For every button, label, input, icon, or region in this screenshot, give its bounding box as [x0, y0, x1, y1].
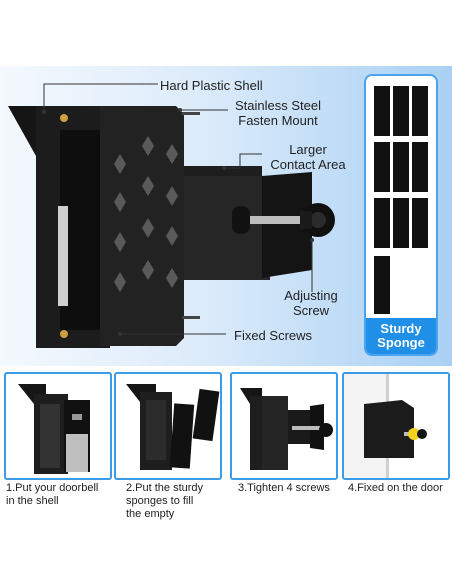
bracket-arm: [184, 166, 262, 256]
step-1-image: [4, 372, 112, 480]
step-2-line2: sponges to fill: [126, 495, 194, 507]
callout-hard-plastic-shell: Hard Plastic Shell: [160, 78, 263, 93]
sponge-pieces: [374, 86, 428, 314]
callout-larger-line1: Larger: [289, 142, 327, 157]
mount-plate: [100, 106, 184, 346]
threaded-rod: [244, 216, 306, 224]
step-2-image: [114, 372, 222, 480]
step-1-line1: 1.Put your doorbell: [6, 482, 99, 494]
callout-fixed-screws: Fixed Screws: [234, 328, 313, 343]
adjusting-knob: [300, 203, 335, 237]
step-3-caption: 3.Tighten 4 screws: [238, 482, 348, 495]
product-illustration: [8, 83, 335, 348]
callout-adjusting-screw: Adjusting Screw: [272, 288, 350, 318]
step-2-line1: 2.Put the sturdy: [126, 482, 204, 494]
step-2-caption: 2.Put the sturdy sponges to fill the emp…: [126, 482, 236, 521]
step-4-line1: 4.Fixed on the door: [348, 482, 443, 494]
sponge-label-line1: Sturdy: [380, 321, 422, 336]
sponge-label-line2: Sponge: [377, 335, 425, 350]
step-3-line1: 3.Tighten 4 screws: [238, 482, 330, 494]
callout-adjusting-line1: Adjusting: [284, 288, 338, 303]
callout-larger-contact-area: Larger Contact Area: [258, 142, 358, 172]
step-3-image: [230, 372, 338, 480]
callout-stainless-line1: Stainless Steel: [235, 98, 321, 113]
clamp-plate: [262, 172, 312, 278]
callout-larger-line2: Contact Area: [270, 157, 346, 172]
sponge-panel: Sturdy Sponge: [364, 74, 438, 356]
step-1-caption: 1.Put your doorbell in the shell: [6, 482, 116, 508]
step-2-line3: the empty: [126, 508, 175, 520]
callout-stainless-line2: Fasten Mount: [238, 113, 318, 128]
sponge-label: Sturdy Sponge: [366, 318, 436, 354]
callout-stainless-steel: Stainless Steel Fasten Mount: [230, 98, 326, 128]
step-4-caption: 4.Fixed on the door: [348, 482, 452, 495]
step-1-line2: in the shell: [6, 495, 59, 507]
step-4-image: [342, 372, 450, 480]
callout-adjusting-line2: Screw: [292, 303, 330, 318]
installation-steps: 1.Put your doorbell in the shell 2.Put t…: [0, 372, 452, 522]
